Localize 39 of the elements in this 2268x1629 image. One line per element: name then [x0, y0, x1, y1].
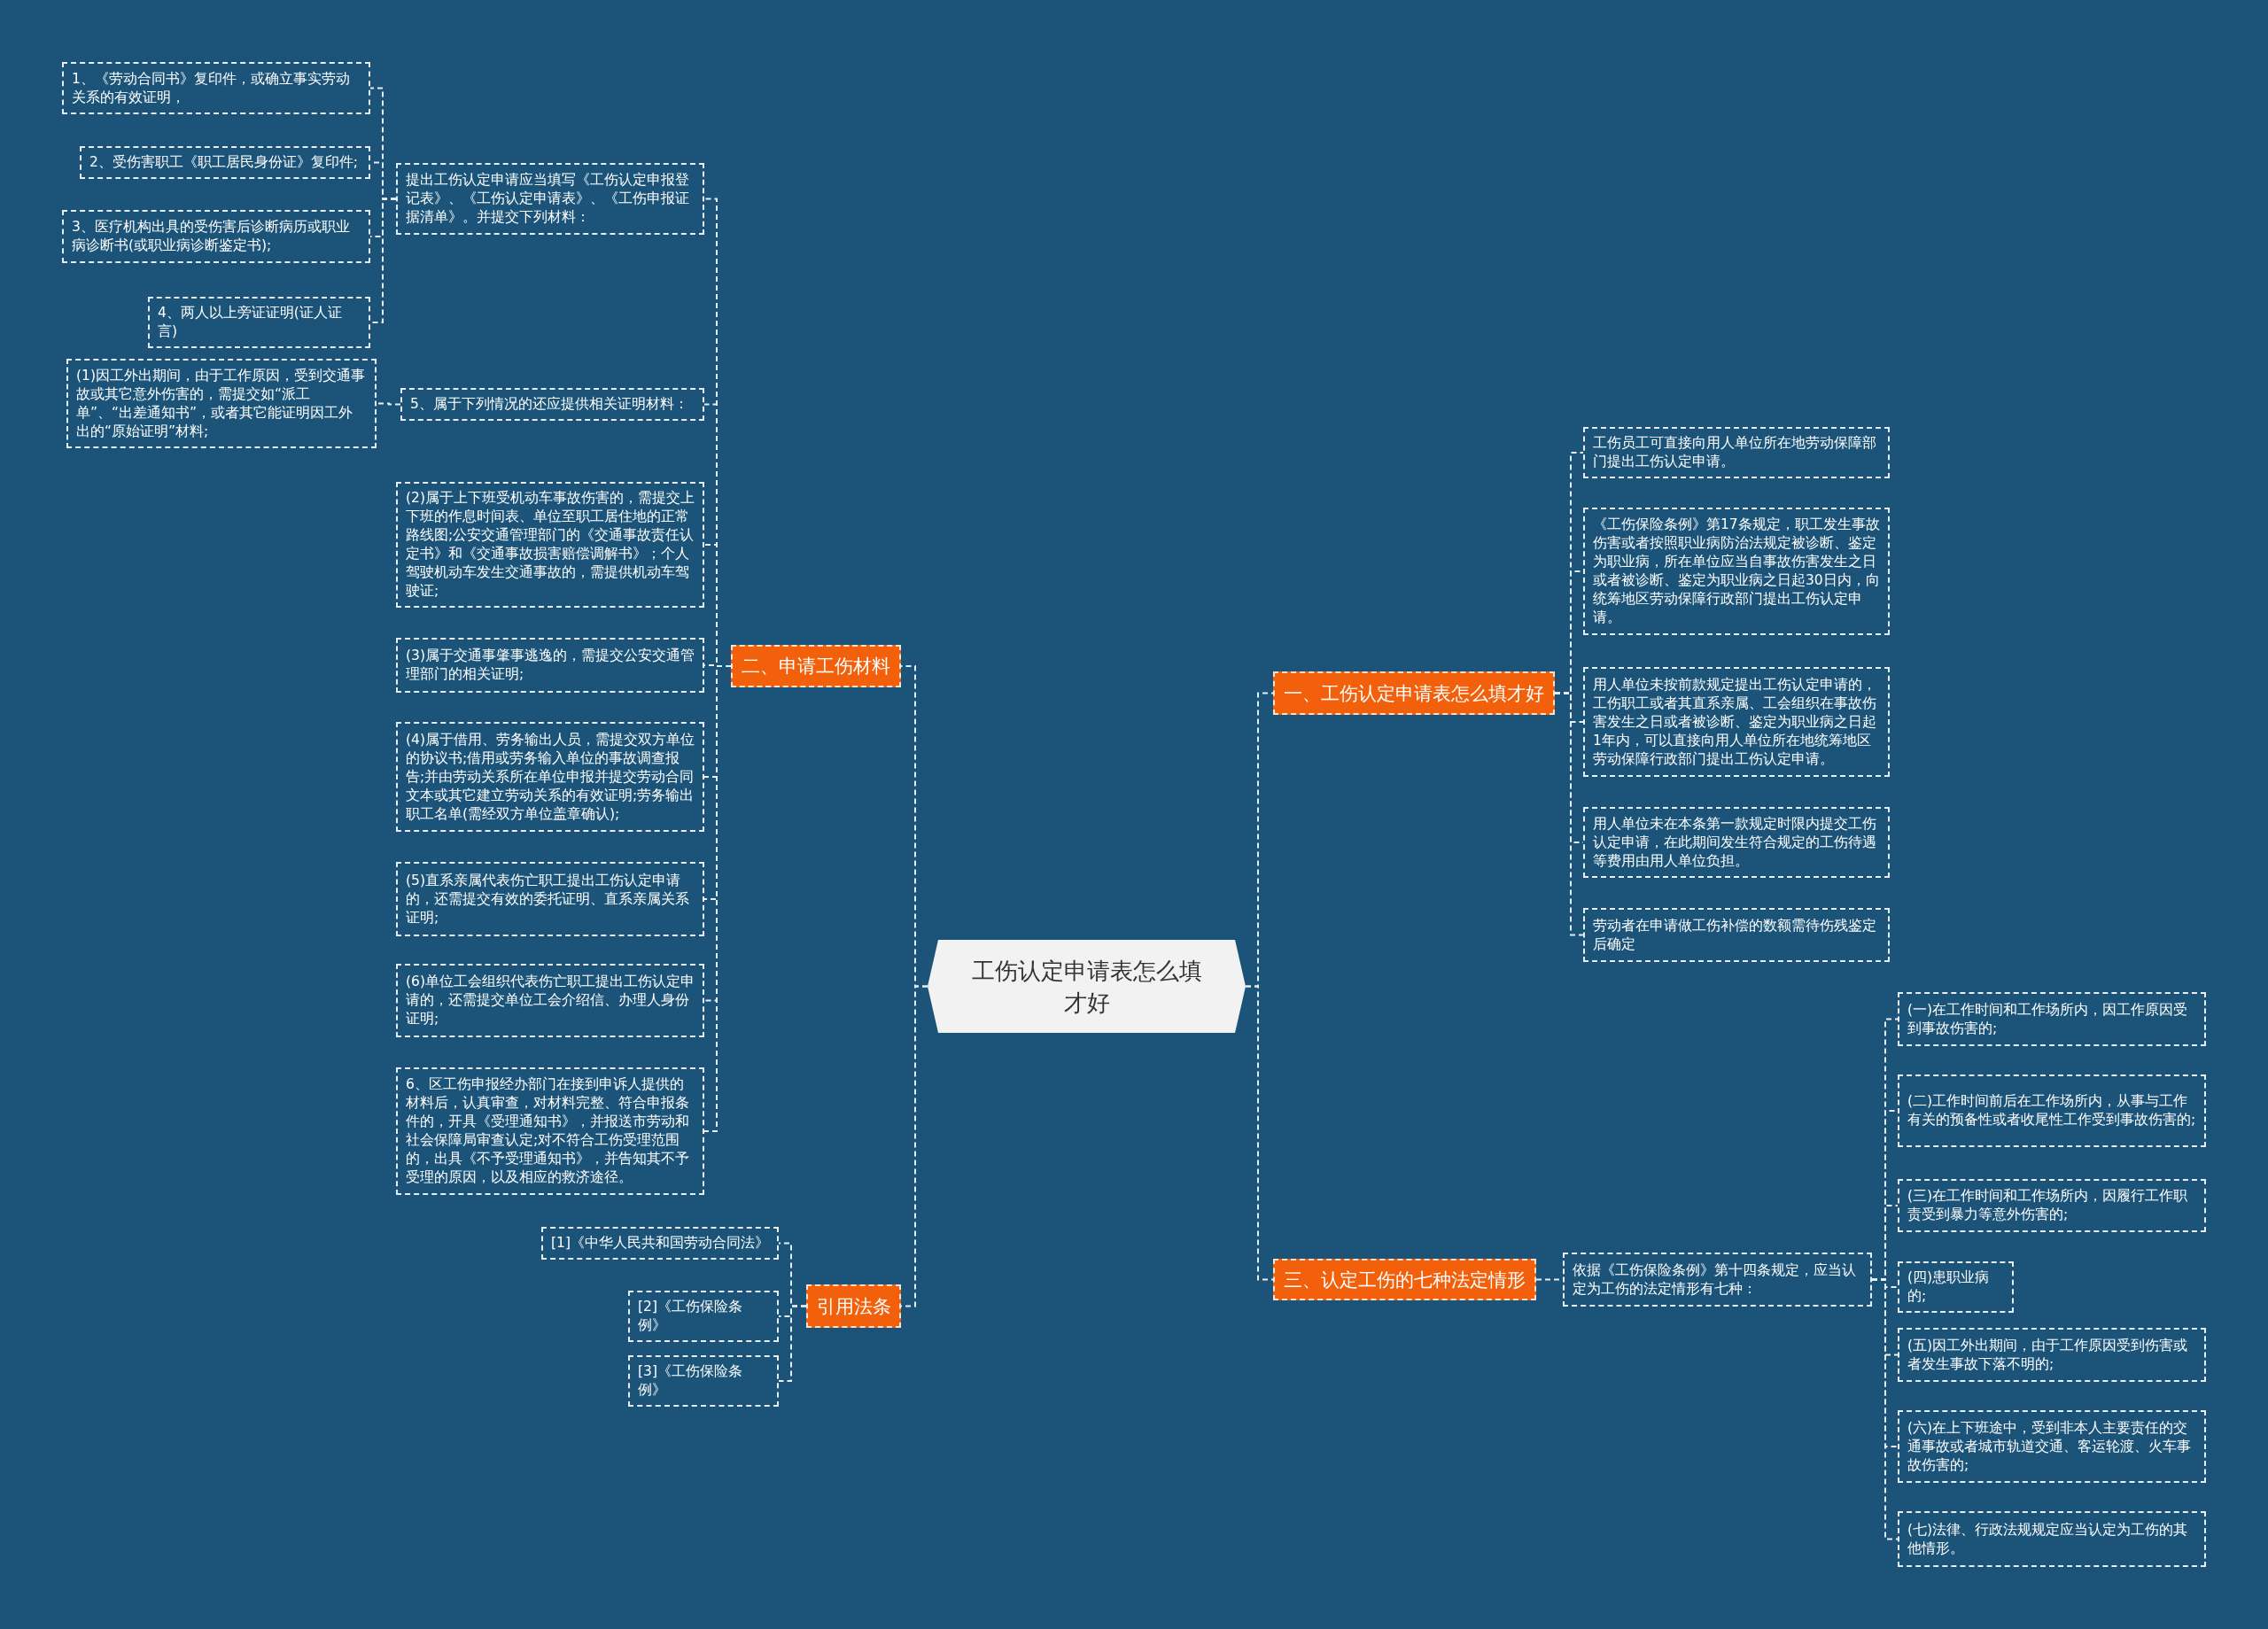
text-box: (六)在上下班途中，受到非本人主要责任的交通事故或者城市轨道交通、客运轮渡、火车事故伤害的;	[1898, 1410, 2206, 1483]
text-box: (6)单位工会组织代表伤亡职工提出工伤认定申请的，还需提交单位工会介绍信、办理人身份证明;	[396, 964, 704, 1037]
text-box: (四)患职业病的;	[1898, 1261, 2014, 1313]
topic-box: 二、申请工伤材料	[731, 645, 901, 687]
text-box: 用人单位未在本条第一款规定时限内提交工伤认定申请，在此期间发生符合规定的工伤待遇等费用由用人单位负担。	[1583, 807, 1890, 878]
text-box: (2)属于上下班受机动车事故伤害的，需提交上下班的作息时间表、单位至职工居住地的正常路线图;公安交通管理部门的《交通事故责任认定书》和《交通事故损害赔偿调解书》；个人驾驶机动车发生交通事故的，需提供机动车驾驶证;	[396, 482, 704, 608]
text-box: (三)在工作时间和工作场所内，因履行工作职责受到暴力等意外伤害的;	[1898, 1179, 2206, 1232]
text-box: [3]《工伤保险条例》	[628, 1355, 779, 1407]
topic-box: 引用法条	[806, 1284, 901, 1328]
text-box: 劳动者在申请做工伤补偿的数额需待伤残鉴定后确定	[1583, 908, 1890, 962]
text-box: (二)工作时间前后在工作场所内，从事与工作有关的预备性或者收尾性工作受到事故伤害的;	[1898, 1074, 2206, 1147]
text-box: 《工伤保险条例》第17条规定，职工发生事故伤害或者按照职业病防治法规定被诊断、鉴定为职业病，所在单位应当自事故伤害发生之日或者被诊断、鉴定为职业病之日起30日内，向统筹地区劳动保障行政部门提出工伤认定申请。	[1583, 508, 1890, 635]
text-box: 依据《工伤保险条例》第十四条规定，应当认定为工伤的法定情形有七种：	[1563, 1253, 1872, 1307]
text-box: (5)直系亲属代表伤亡职工提出工伤认定申请的，还需提交有效的委托证明、直系亲属关系证明;	[396, 862, 704, 936]
text-box: [1]《中华人民共和国劳动合同法》	[541, 1227, 779, 1260]
topic-box: 三、认定工伤的七种法定情形	[1273, 1259, 1536, 1300]
text-box: 2、受伤害职工《职工居民身份证》复印件;	[80, 146, 370, 179]
connector-line	[1554, 692, 1584, 936]
text-box: (五)因工外出期间，由于工作原因受到伤害或者发生事故下落不明的;	[1898, 1328, 2206, 1382]
text-box: 4、两人以上旁证证明(证人证言)	[148, 297, 370, 348]
connector-line	[778, 1305, 807, 1382]
central-topic-box: 工伤认定申请表怎么填才好	[928, 940, 1246, 1033]
text-box: 6、区工伤申报经办部门在接到申诉人提供的材料后，认真审查，对材料完整、符合申报条件的，开具《受理通知书》，并报送市劳动和社会保障局审查认定;对不符合工伤受理范围的，出具《不予受理通知书》，并告知其不予受理的原因，以及相应的救济途径。	[396, 1067, 704, 1195]
topic-box: 一、工伤认定申请表怎么填才好	[1273, 671, 1555, 715]
text-box: (1)因工外出期间，由于工作原因，受到交通事故或其它意外伤害的，需提交如“派工单”、“出差通知书”，或者其它能证明因工外出的“原始证明”材料;	[66, 359, 377, 448]
text-box: 工伤员工可直接向用人单位所在地劳动保障部门提出工伤认定申请。	[1583, 427, 1890, 478]
text-box: (3)属于交通事肇事逃逸的，需提交公安交通管理部门的相关证明;	[396, 638, 704, 693]
text-box: (4)属于借用、劳务输出人员，需提交双方单位的协议书;借用或劳务输入单位的事故调查报告;并由劳动关系所在单位申报并提交劳动合同文本或其它建立劳动关系的有效证明;劳务输出职工名单(需经双方单位盖章确认);	[396, 722, 704, 832]
text-box: (七)法律、行政法规规定应当认定为工伤的其他情形。	[1898, 1511, 2206, 1567]
text-box: 5、属于下列情况的还应提供相关证明材料：	[400, 388, 704, 421]
text-box: 提出工伤认定申请应当填写《工伤认定申报登记表》、《工伤认定申请表》、《工伤申报证据清单》。并提交下列材料：	[396, 163, 704, 235]
text-box: 3、医疗机构出具的受伤害后诊断病历或职业病诊断书(或职业病诊断鉴定书);	[62, 210, 370, 263]
text-box: 用人单位未按前款规定提出工伤认定申请的，工伤职工或者其直系亲属、工会组织在事故伤害发生之日或者被诊断、鉴定为职业病之日起1年内，可以直接向用人单位所在地统筹地区劳动保障行政部门提出工伤认定申请。	[1583, 667, 1890, 777]
connector-line	[376, 402, 401, 406]
text-box: (一)在工作时间和工作场所内，因工作原因受到事故伤害的;	[1898, 992, 2206, 1046]
connector-line	[1245, 985, 1274, 1281]
text-box: 1、《劳动合同书》复印件，或确立事实劳动关系的有效证明，	[62, 62, 370, 114]
connector-line	[1871, 1278, 1899, 1540]
text-box: [2]《工伤保险条例》	[628, 1291, 779, 1342]
